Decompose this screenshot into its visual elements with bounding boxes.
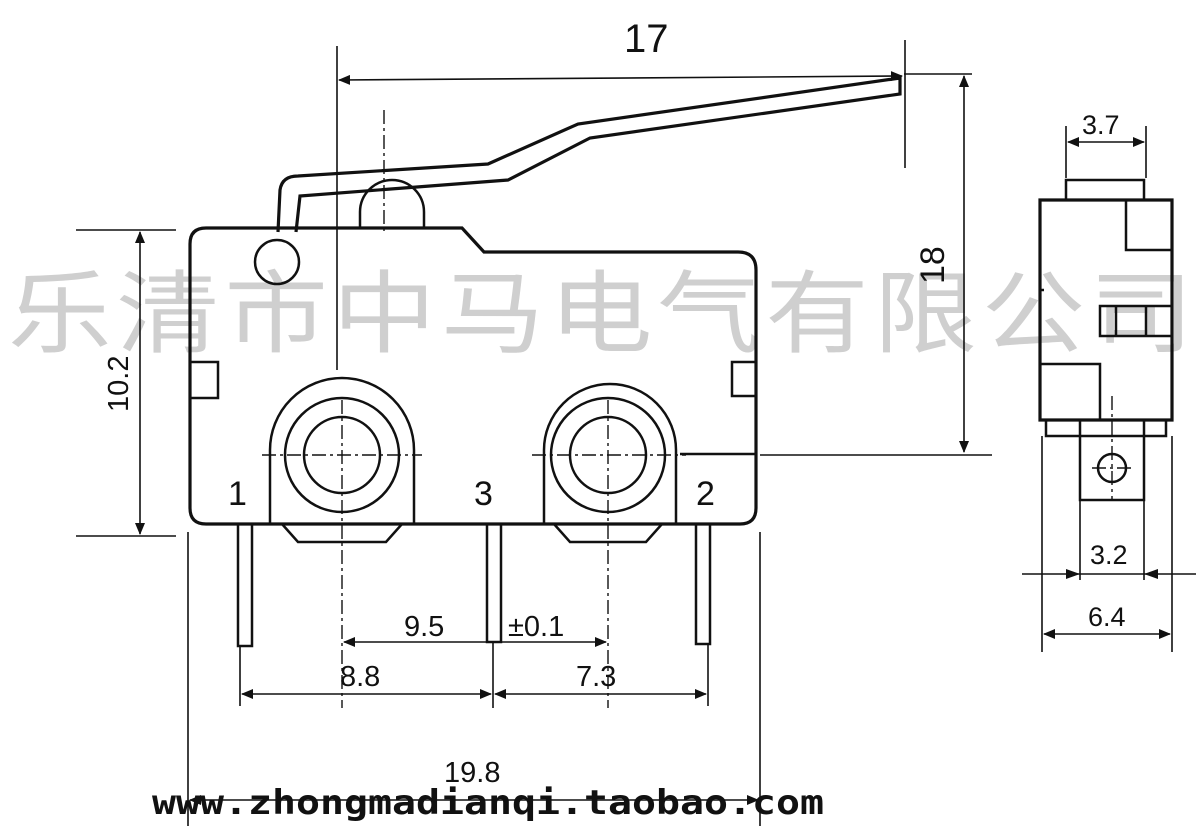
dim-label-7-3: 7.3: [576, 661, 616, 693]
pin-label-1: 1: [228, 475, 247, 513]
shop-url: www.zhongmadianqi.taobao.com: [152, 783, 824, 823]
dim-label-17: 17: [624, 17, 669, 61]
side-slot: [1098, 304, 1174, 338]
dim-label-9-5: 9.5: [404, 611, 444, 643]
dim-label-19-8: 19.8: [444, 757, 500, 789]
dim-label-6-4: 6.4: [1088, 602, 1126, 632]
plunger: [358, 178, 426, 228]
watermark-text: 乐清市中马电气有限公司: [8, 262, 1198, 367]
switch-housing: [188, 226, 758, 526]
dim-label-3-2: 3.2: [1090, 540, 1128, 570]
dim-label-tolerance: ±0.1: [508, 611, 564, 643]
dim-label-10-2: 10.2: [103, 356, 135, 412]
right-tab: [730, 360, 758, 398]
pin-1: [236, 522, 254, 648]
side-actuator: [1064, 178, 1146, 202]
dim-label-18: 18: [914, 246, 952, 284]
mounting-hole: [253, 238, 301, 286]
terminal-boss-right: [532, 382, 686, 544]
pin-label-3: 3: [474, 475, 493, 513]
lever-arm: [276, 76, 902, 233]
side-view: 3.7 3.2 6.4: [1022, 110, 1196, 652]
pin-2: [694, 522, 712, 646]
side-terminal-housing: [1044, 420, 1168, 438]
pin-3: [485, 522, 503, 644]
dim-line-17: [338, 71, 903, 85]
side-body: [1038, 198, 1174, 422]
dim-label-8-8: 8.8: [340, 661, 380, 693]
dim-label-3-7: 3.7: [1082, 110, 1120, 140]
left-tab: [188, 360, 220, 400]
pin-label-2: 2: [696, 475, 715, 513]
front-view: 1 3 2 17 18 10.2 9.5 ±0.1 8.8: [76, 17, 992, 826]
